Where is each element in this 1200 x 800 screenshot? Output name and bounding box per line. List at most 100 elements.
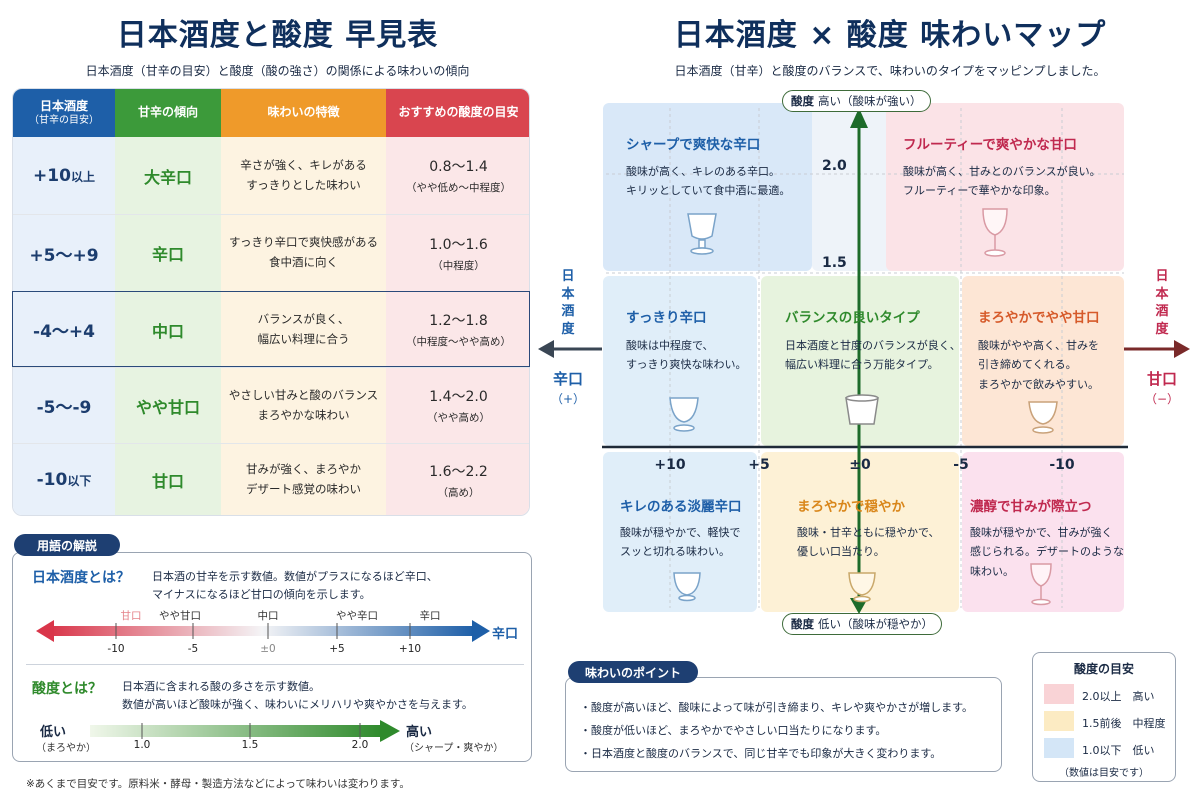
nd-scale-label-medium: 中口: [257, 610, 279, 622]
quadrant-title-balanced: バランスの良いタイプ: [785, 310, 920, 326]
row-taste: やや甘口: [115, 368, 221, 444]
row-taste: 甘口: [115, 444, 221, 515]
region-fruity-sweet: [886, 103, 1124, 271]
bottom-axis-pill: 酸度低い（酸味が穏やか）: [782, 613, 942, 635]
quadrant-desc-fruity-sweet: 酸味が高く、甘みとのバランスが良い。フルーティーで華やかな印象。: [903, 165, 1101, 198]
y-tick-1-5: 1.5: [822, 255, 847, 271]
legend-swatch-high: [1044, 684, 1074, 704]
glass-icon: [1028, 401, 1058, 434]
right-sweet-sign: （−）: [1144, 392, 1180, 406]
quadrant-desc-clean-dry: 酸味は中程度で、すっきり爽快な味わい。: [626, 339, 747, 372]
cup-icon: [848, 572, 876, 603]
nd-scale-label-sweet: 甘口: [120, 610, 142, 622]
left-dry-label: 辛口: [552, 370, 583, 388]
wine-glass-icon: [1030, 563, 1052, 606]
quadrant-desc-mellow-slightly-sweet: 酸味がやや高く、甘みを引き締めてくれる。まろやかで飲みやすい。: [978, 339, 1099, 391]
left-title: 日本酒度と酸度 早見表: [116, 18, 439, 53]
nd-scale-label-slightly-sweet: やや甘口: [159, 610, 201, 622]
nd-scale-label-slightly-dry: やや辛口: [336, 610, 378, 622]
row-acidity: 1.0～1.6（中程度）: [386, 215, 529, 292]
x-tick-zero: ±0: [849, 457, 871, 473]
header-nihonshudo: 日本酒度（甘辛の目安）: [13, 89, 115, 137]
acidity-tick-2-0: 2.0: [351, 739, 369, 751]
row-acidity: 0.8～1.4（やや低め～中程度）: [386, 137, 529, 215]
row-acidity: 1.6～2.2（高め）: [386, 444, 529, 515]
acidity-definition: 日本酒に含まれる酸の多さを示す数値。 数値が高いほど酸味が強く、味わいにメリハリ…: [122, 680, 473, 711]
glass-icon: [687, 213, 717, 255]
row-taste: 中口: [115, 292, 221, 368]
row-taste: 大辛口: [115, 137, 221, 215]
acidity-scale-arrow: [90, 720, 400, 742]
nd-scale-end-label: 辛口: [492, 627, 519, 642]
point-item-3: ・日本酒度と酸度のバランスで、同じ甘辛でも印象が大きく変わります。: [580, 747, 942, 760]
left-vertical-label: 日本酒度: [561, 269, 575, 337]
legend-label-medium: 1.5前後 中程度: [1082, 717, 1166, 730]
left-dry-sign: （+）: [550, 392, 586, 406]
acidity-low-label: 低い: [40, 725, 67, 740]
row-feature: バランスが良く、幅広い料理に合う: [221, 292, 386, 368]
header-features: 味わいの特徴: [221, 89, 386, 137]
right-sweet-label: 甘口: [1146, 370, 1177, 388]
row-degree: +10以上: [13, 137, 115, 215]
row-degree: +5～+9: [13, 215, 115, 292]
glossary-box: [12, 552, 532, 762]
wine-glass-icon: [982, 208, 1008, 257]
acidity-high-label: 高い: [406, 725, 433, 740]
footnote: ※あくまで目安です。原料米・酵母・製造方法などによって味わいは変わります。: [26, 778, 410, 790]
nd-tick-minus10: -10: [107, 643, 125, 655]
row-degree: -4～+4: [13, 292, 115, 368]
quadrant-desc-balanced: 日本酒度と甘度のバランスが良く、幅広い料理に合う万能タイプ。: [785, 339, 961, 372]
row-acidity: 1.4～2.0（やや高め）: [386, 368, 529, 444]
x-tick-plus10: +10: [654, 457, 686, 473]
point-item-2: ・酸度が低いほど、まろやかでやさしい口当たりになります。: [580, 724, 887, 737]
sweet-direction-arrow: [1124, 340, 1190, 358]
x-tick-plus5: +5: [748, 457, 770, 473]
acidity-definition-label: 酸度とは？: [32, 681, 102, 697]
row-feature: 甘みが強く、まろやかデザート感覚の味わい: [221, 444, 386, 515]
glass-icon: [669, 397, 699, 432]
quadrant-title-mellow-slightly-sweet: まろやかでやや甘口: [978, 310, 1100, 326]
nd-tick-zero: ±0: [260, 643, 276, 655]
quadrant-title-crisp-light-dry: キレのある淡麗辛口: [620, 499, 742, 515]
row-degree: -10以下: [13, 444, 115, 515]
right-title: 日本酒度 × 酸度 味わいマップ: [673, 18, 1107, 53]
row-feature: すっきり辛口で爽快感がある食中酒に向く: [221, 215, 386, 292]
legend-swatch-low: [1044, 738, 1074, 758]
quadrant-title-clean-dry: すっきり辛口: [626, 310, 707, 326]
right-vertical-label: 日本酒度: [1155, 269, 1169, 337]
row-acidity: 1.2～1.8（中程度～やや高め）: [386, 292, 529, 368]
glossary-tag: 用語の解説: [14, 534, 120, 556]
cup-icon: [845, 394, 879, 425]
nihonshudo-definition-label: 日本酒度とは？: [32, 570, 130, 586]
legend-label-high: 2.0以上 高い: [1082, 690, 1155, 703]
quadrant-title-sharp-dry: シャープで爽快な辛口: [626, 137, 761, 153]
acidity-tick-1-5: 1.5: [241, 739, 259, 751]
point-item-1: ・酸度が高いほど、酸味によって味が引き締まり、キレや爽やかさが増します。: [580, 701, 974, 714]
quadrant-title-rich-sweet: 濃醇で甘みが際立つ: [970, 499, 1092, 515]
quadrant-desc-mellow-gentle: 酸味・甘辛ともに穏やかで、優しい口当たり。: [797, 526, 940, 559]
nd-tick-plus10: +10: [398, 643, 422, 655]
nd-scale-label-dry: 辛口: [419, 610, 441, 622]
row-feature: 辛さが強く、キレがあるすっきりとした味わい: [221, 137, 386, 215]
quadrant-title-mellow-gentle: まろやかで穏やか: [797, 499, 905, 515]
acidity-low-sub: （まろやか）: [36, 743, 96, 754]
dry-direction-arrow: [538, 340, 602, 358]
quadrant-desc-sharp-dry: 酸味が高く、キレのある辛口。キリッとしていて食中酒に最適。: [626, 165, 791, 198]
acidity-high-sub: （シャープ・爽やか）: [404, 743, 504, 754]
taste-map-axes: [602, 108, 1128, 614]
right-subtitle: 日本酒度（甘辛）と酸度のバランスで、味わいのタイプをマッピンプしました。: [674, 64, 1106, 78]
acidity-tick-1-0: 1.0: [133, 739, 151, 751]
nd-tick-plus5: +5: [329, 643, 345, 655]
glossary-divider: [26, 664, 524, 665]
y-tick-2-0: 2.0: [822, 158, 847, 174]
region-sharp-dry: [603, 103, 812, 271]
nd-tick-minus5: -5: [187, 643, 199, 655]
header-acidity: おすすめの酸度の目安: [386, 89, 529, 137]
quick-reference-table: 日本酒度（甘辛の目安） 甘辛の傾向 味わいの特徴 おすすめの酸度の目安 +10以…: [12, 88, 530, 516]
nihonshudo-definition: 日本酒の甘辛を示す数値。数値がプラスになるほど辛口、 マイナスになるほど甘口の傾…: [152, 570, 438, 601]
left-subtitle: 日本酒度（甘辛の目安）と酸度（酸の強さ）の関係による味わいの傾向: [85, 64, 470, 78]
header-sweet-dry: 甘辛の傾向: [115, 89, 221, 137]
points-box: [565, 677, 1002, 772]
points-tag: 味わいのポイント: [568, 661, 698, 683]
legend-title: 酸度の目安: [1073, 662, 1134, 676]
